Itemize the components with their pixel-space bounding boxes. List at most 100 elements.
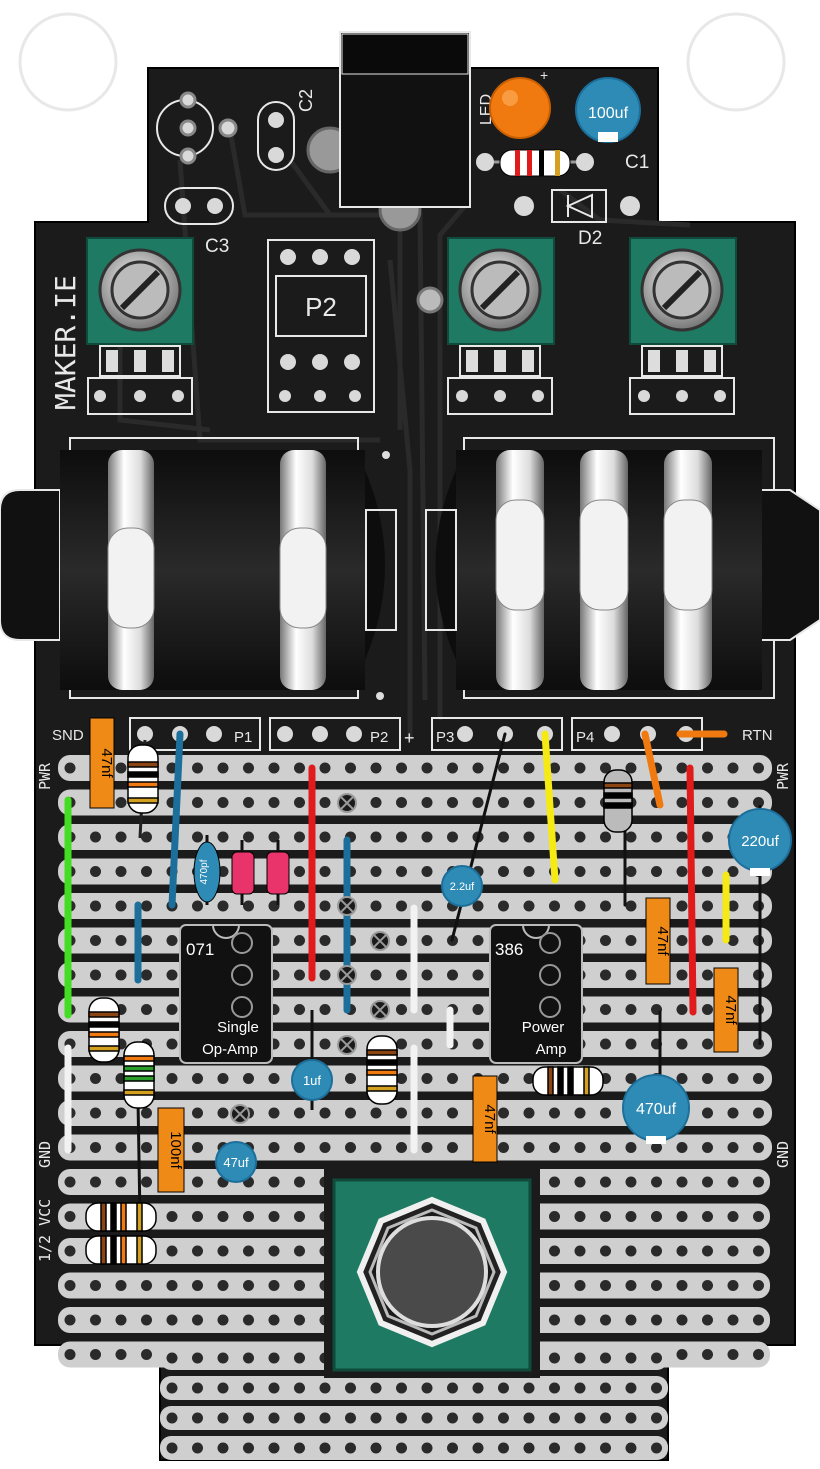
strip-hole bbox=[600, 900, 611, 912]
strip-hole bbox=[396, 1107, 407, 1119]
strip-hole bbox=[396, 1038, 407, 1050]
strip-hole bbox=[166, 1245, 178, 1257]
strip-hole bbox=[90, 935, 101, 946]
output-jack bbox=[425, 437, 820, 699]
resistor-left-1 bbox=[88, 997, 120, 1063]
strip-hole bbox=[702, 797, 713, 808]
strip-hole bbox=[625, 969, 637, 981]
strip-hole bbox=[447, 969, 458, 981]
strip-hole bbox=[294, 1412, 305, 1424]
c3-label: C3 bbox=[205, 236, 229, 257]
strip-hole bbox=[676, 797, 688, 808]
strip-hole bbox=[549, 762, 560, 774]
copper-strip-lower bbox=[160, 1436, 668, 1460]
strip-hole bbox=[345, 1382, 356, 1394]
strip-hole bbox=[727, 900, 739, 912]
strip-hole bbox=[268, 797, 280, 808]
strip-hole bbox=[90, 1073, 101, 1084]
cap-47nf-top: 47nf bbox=[89, 717, 115, 809]
label-half-vcc: 1/2 VCC bbox=[36, 1199, 54, 1262]
label-p1: P1 bbox=[234, 729, 252, 746]
strip-hole bbox=[115, 1107, 127, 1119]
strip-hole bbox=[421, 1038, 433, 1050]
strip-hole bbox=[702, 1314, 713, 1326]
strip-hole bbox=[421, 1142, 433, 1153]
strip-hole bbox=[447, 1412, 458, 1424]
strip-hole bbox=[447, 1107, 458, 1119]
track-cut-cross bbox=[373, 1003, 387, 1017]
strip-hole bbox=[600, 1245, 611, 1257]
strip-hole bbox=[676, 1176, 688, 1188]
strip-hole bbox=[727, 1107, 739, 1119]
strip-hole bbox=[396, 1442, 407, 1454]
strip-hole bbox=[268, 1352, 280, 1364]
strip-hole bbox=[345, 762, 356, 774]
strip-hole bbox=[370, 900, 382, 912]
strip-hole bbox=[141, 1107, 152, 1119]
label-rtn: RTN bbox=[742, 727, 773, 744]
led-plus: + bbox=[540, 67, 548, 83]
strip-hole bbox=[753, 1073, 764, 1084]
electrolytic-capacitors: 2.2uf 220uf 1uf 470uf 47uf bbox=[215, 805, 792, 1183]
strip-hole bbox=[192, 900, 203, 912]
strip-hole bbox=[651, 1352, 662, 1364]
strip-hole bbox=[294, 1004, 305, 1015]
strip-hole bbox=[192, 1352, 203, 1364]
strip-hole bbox=[319, 1142, 331, 1153]
copper-strip bbox=[58, 789, 772, 816]
strip-hole bbox=[217, 1442, 229, 1454]
label-p3: P3 bbox=[436, 729, 454, 746]
strip-hole bbox=[217, 1314, 229, 1326]
strip-hole bbox=[702, 831, 713, 843]
strip-hole bbox=[396, 797, 407, 808]
strip-hole bbox=[370, 866, 382, 877]
strip-hole bbox=[294, 1314, 305, 1326]
strip-hole bbox=[141, 969, 152, 981]
strip-hole bbox=[115, 1142, 127, 1153]
strip-hole bbox=[90, 1349, 101, 1360]
strip-hole bbox=[115, 1176, 127, 1188]
strip-hole bbox=[447, 1073, 458, 1084]
strip-hole bbox=[472, 935, 484, 946]
cap-470pf bbox=[193, 841, 221, 903]
strip-hole bbox=[727, 1142, 739, 1153]
strip-hole bbox=[268, 1442, 280, 1454]
strip-hole bbox=[268, 1245, 280, 1257]
label-pwr-left: PWR bbox=[36, 762, 54, 790]
strip-hole bbox=[523, 1412, 535, 1424]
strip-hole bbox=[294, 900, 305, 912]
strip-hole bbox=[319, 797, 331, 808]
strip-hole bbox=[243, 1245, 254, 1257]
strip-hole bbox=[319, 866, 331, 877]
strip-hole bbox=[319, 900, 331, 912]
cap-2-2uf: 2.2uf bbox=[441, 865, 483, 907]
strip-hole bbox=[396, 1382, 407, 1394]
strip-hole bbox=[115, 866, 127, 877]
strip-hole bbox=[676, 1142, 688, 1153]
strip-hole bbox=[447, 831, 458, 843]
footswitch[interactable] bbox=[332, 1178, 532, 1372]
cap-47nf-right-2: 47nf bbox=[713, 967, 739, 1053]
strip-hole bbox=[115, 1314, 127, 1326]
strip-hole bbox=[115, 762, 127, 774]
strip-hole bbox=[64, 1245, 76, 1257]
strip-hole bbox=[498, 762, 509, 774]
strip-hole bbox=[753, 762, 764, 774]
resistor-vcc-2 bbox=[85, 1235, 157, 1265]
track-cut-cross bbox=[233, 1107, 247, 1121]
strip-hole bbox=[574, 1382, 586, 1394]
strip-hole bbox=[472, 1442, 484, 1454]
strip-hole bbox=[702, 1349, 713, 1360]
strip-hole bbox=[727, 762, 739, 774]
strip-hole bbox=[166, 1382, 178, 1394]
strip-hole bbox=[294, 1382, 305, 1394]
strip-hole bbox=[727, 935, 739, 946]
strip-hole bbox=[574, 1107, 586, 1119]
strip-hole bbox=[625, 762, 637, 774]
track-cut-cross bbox=[340, 796, 354, 810]
strip-hole bbox=[676, 1073, 688, 1084]
strip-hole bbox=[345, 1412, 356, 1424]
strip-hole bbox=[727, 1211, 739, 1222]
strip-hole bbox=[753, 1245, 764, 1257]
strip-hole bbox=[192, 1245, 203, 1257]
